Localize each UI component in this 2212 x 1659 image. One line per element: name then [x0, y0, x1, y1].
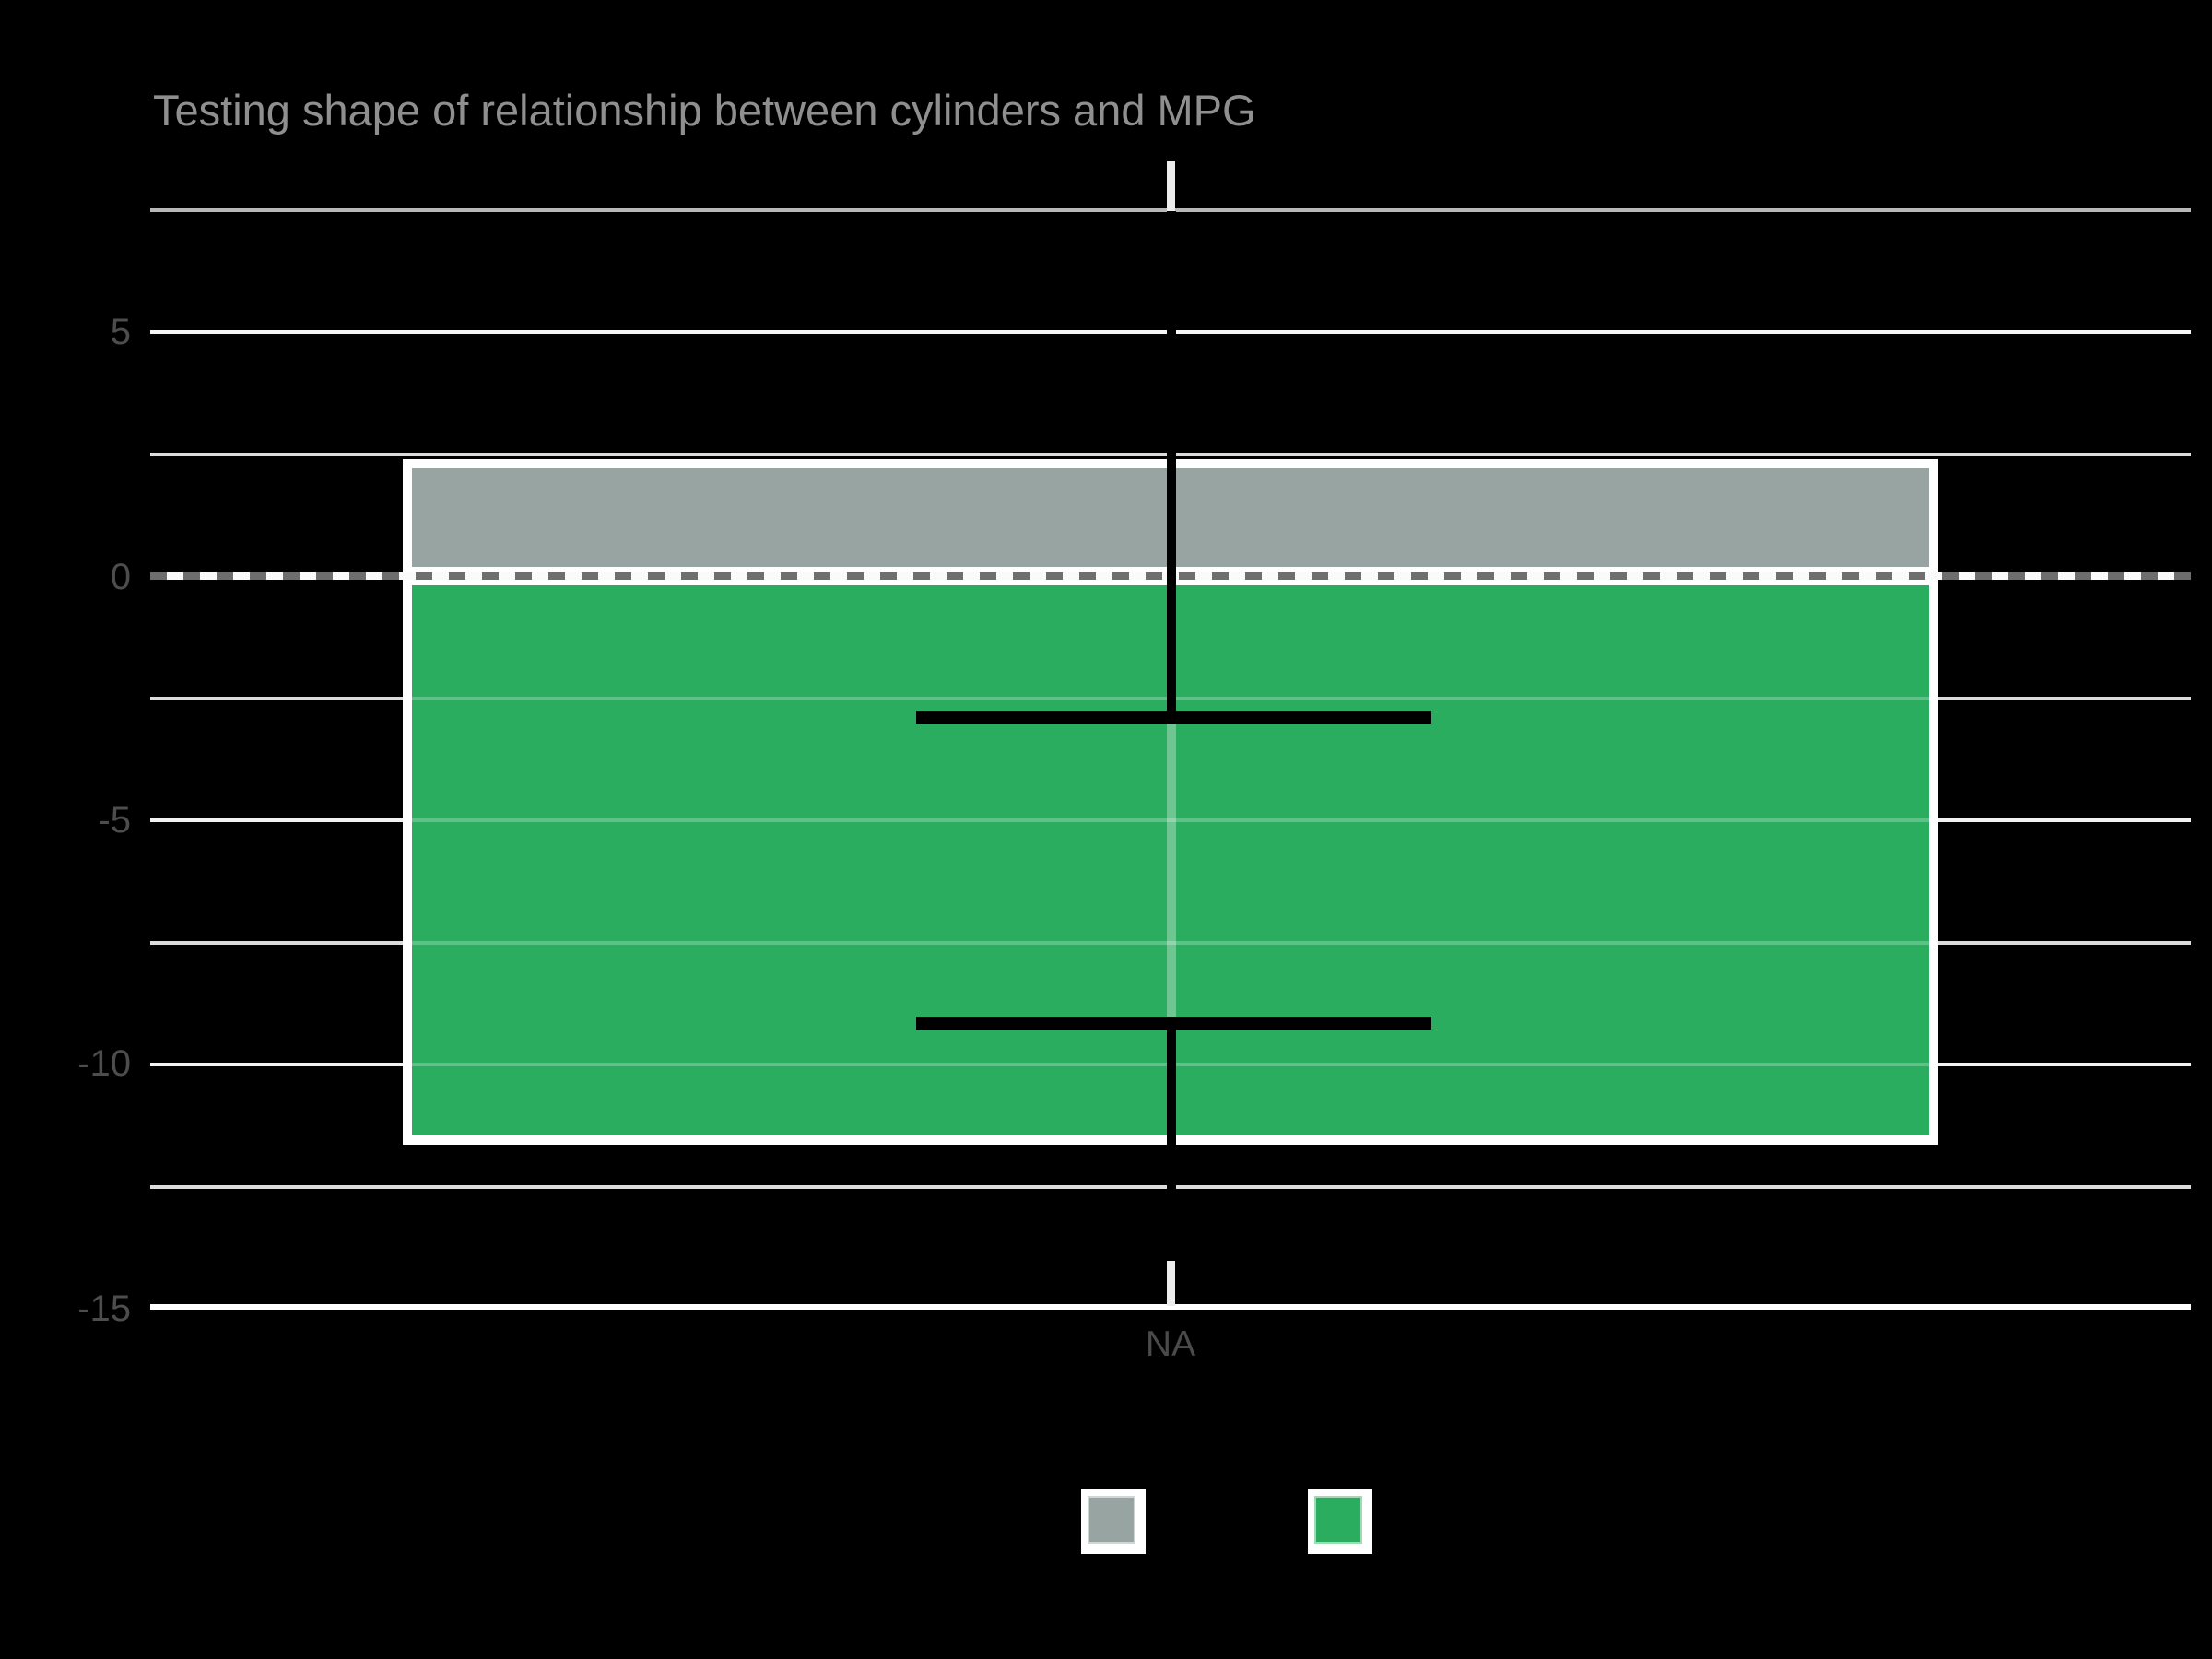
error-bar-whisker-lower — [1167, 1017, 1176, 1263]
gridline-through-bar-neg5 — [412, 818, 1929, 822]
y-tick-label-5: 5 — [110, 312, 131, 352]
legend-key-green — [1308, 1489, 1372, 1554]
error-bar-cap-lower — [916, 1017, 1431, 1030]
legend-swatch-gray — [1088, 1496, 1135, 1544]
chart-title: Testing shape of relationship between cy… — [153, 86, 1256, 135]
y-tick-label-neg15: -15 — [77, 1288, 131, 1329]
error-bar-cap-upper — [916, 711, 1431, 724]
error-bar-whisker-upper — [1167, 211, 1176, 724]
gridline-through-bar-neg7p5 — [412, 941, 1929, 945]
legend-key-gray — [1081, 1489, 1146, 1554]
legend-swatch-green — [1314, 1496, 1362, 1544]
y-tick-label-neg5: -5 — [98, 800, 131, 841]
error-bar-whisker-faint-middle — [1167, 724, 1176, 1017]
x-axis-line — [150, 1304, 2191, 1310]
white-tick-bottom — [1167, 1261, 1175, 1306]
x-tick-label-na: NA — [1145, 1324, 1196, 1364]
y-tick-label-neg10: -10 — [77, 1043, 131, 1084]
y-tick-label-0: 0 — [110, 557, 131, 597]
white-tick-top — [1167, 161, 1175, 211]
